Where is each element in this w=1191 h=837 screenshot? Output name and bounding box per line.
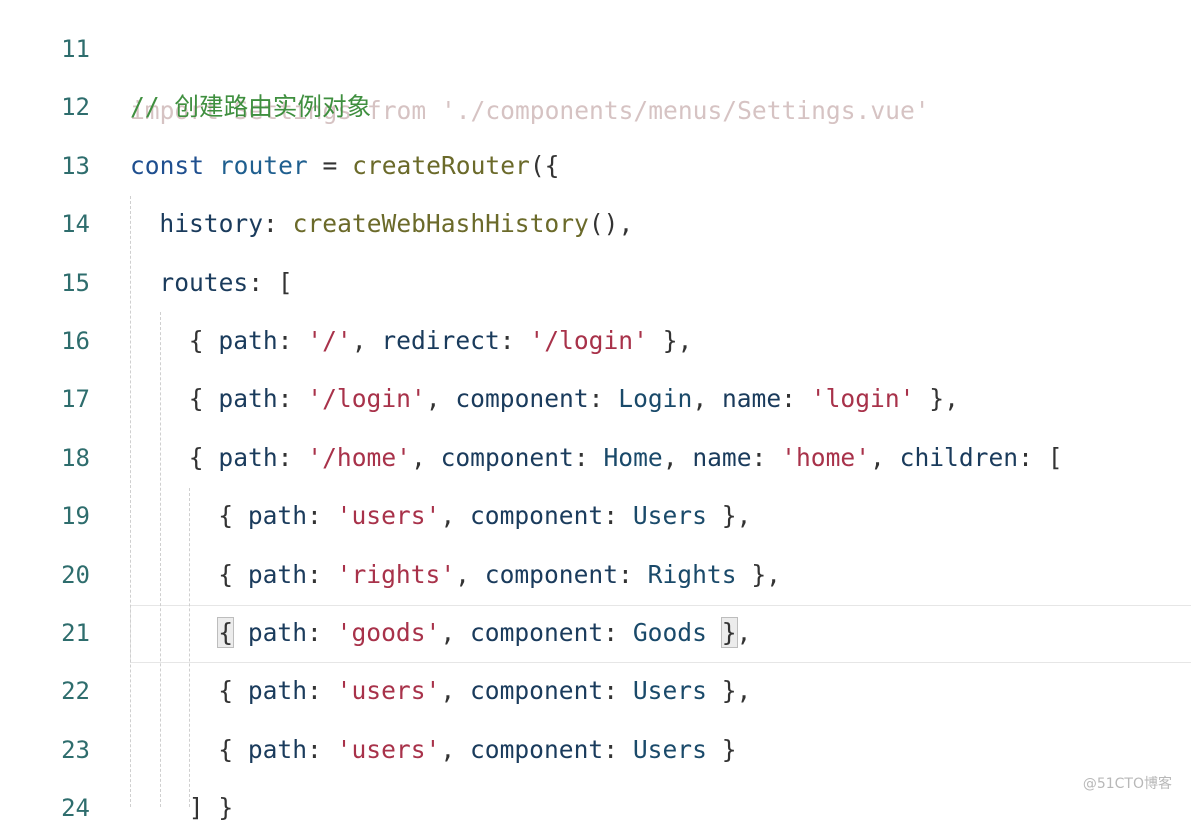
code-text: const router = createRouter({ bbox=[130, 151, 560, 180]
line-number: 17 bbox=[61, 385, 90, 413]
line-number: 15 bbox=[61, 269, 90, 297]
code-line[interactable]: 11 bbox=[0, 20, 1184, 78]
code-line[interactable]: 16 { path: '/', redirect: '/login' }, bbox=[0, 312, 1184, 370]
code-line[interactable]: 23 { path: 'users', component: Users } bbox=[0, 721, 1184, 779]
code-text: ] } bbox=[188, 793, 234, 822]
line-number: 19 bbox=[61, 502, 90, 530]
indent-guide bbox=[189, 488, 190, 807]
code-line[interactable]: 20 { path: 'rights', component: Rights }, bbox=[0, 546, 1184, 604]
line-number: 24 bbox=[61, 794, 90, 822]
line-number: 23 bbox=[61, 736, 90, 764]
line-number: 14 bbox=[61, 210, 90, 238]
code-line[interactable]: 12 // 创建路由实例对象 bbox=[0, 78, 1184, 136]
active-line-highlight bbox=[130, 605, 1191, 663]
code-text: { path: 'users', component: Users } bbox=[218, 735, 737, 764]
code-text: { path: '/home', component: Home, name: … bbox=[188, 443, 1063, 472]
line-number: 12 bbox=[61, 93, 90, 121]
code-line[interactable]: 21 { path: 'goods', component: Goods }, bbox=[0, 604, 1184, 662]
line-number: 21 bbox=[61, 619, 90, 647]
indent-guide bbox=[160, 312, 161, 807]
line-number: 22 bbox=[61, 677, 90, 705]
line-number: 16 bbox=[61, 327, 90, 355]
code-text: { path: '/login', component: Login, name… bbox=[188, 384, 959, 413]
indent-guide bbox=[130, 196, 131, 807]
line-number: 11 bbox=[61, 35, 90, 63]
code-text: { path: 'users', component: Users }, bbox=[218, 676, 752, 705]
code-text: { path: 'goods', component: Goods }, bbox=[217, 617, 752, 648]
code-line[interactable]: 17 { path: '/login', component: Login, na… bbox=[0, 370, 1184, 428]
code-text: routes: [ bbox=[159, 268, 293, 297]
code-line[interactable]: 15 routes: [ bbox=[0, 254, 1184, 312]
code-text: history: createWebHashHistory(), bbox=[159, 209, 634, 238]
code-text: // 创建路由实例对象 bbox=[130, 92, 372, 121]
code-line[interactable]: 19 { path: 'users', component: Users }, bbox=[0, 487, 1184, 545]
code-line[interactable]: 24 ] } bbox=[0, 779, 1184, 837]
code-line[interactable]: 22 { path: 'users', component: Users }, bbox=[0, 662, 1184, 720]
code-text: { path: 'users', component: Users }, bbox=[218, 501, 752, 530]
code-line[interactable]: 14 history: createWebHashHistory(), bbox=[0, 195, 1184, 253]
code-text: import Settings from './components/menus… bbox=[130, 96, 930, 125]
line-number: 13 bbox=[61, 152, 90, 180]
watermark: @51CTO博客 bbox=[1082, 776, 1172, 792]
code-line[interactable]: 13 const router = createRouter({ bbox=[0, 137, 1184, 195]
code-text: { path: 'rights', component: Rights }, bbox=[218, 560, 781, 589]
line-number: 20 bbox=[61, 561, 90, 589]
line-number: 18 bbox=[61, 444, 90, 472]
code-line-partial-top: import Settings from './components/menus… bbox=[0, 0, 1184, 125]
code-line[interactable]: 18 { path: '/home', component: Home, name… bbox=[0, 429, 1184, 487]
code-text: { path: '/', redirect: '/login' }, bbox=[188, 326, 693, 355]
